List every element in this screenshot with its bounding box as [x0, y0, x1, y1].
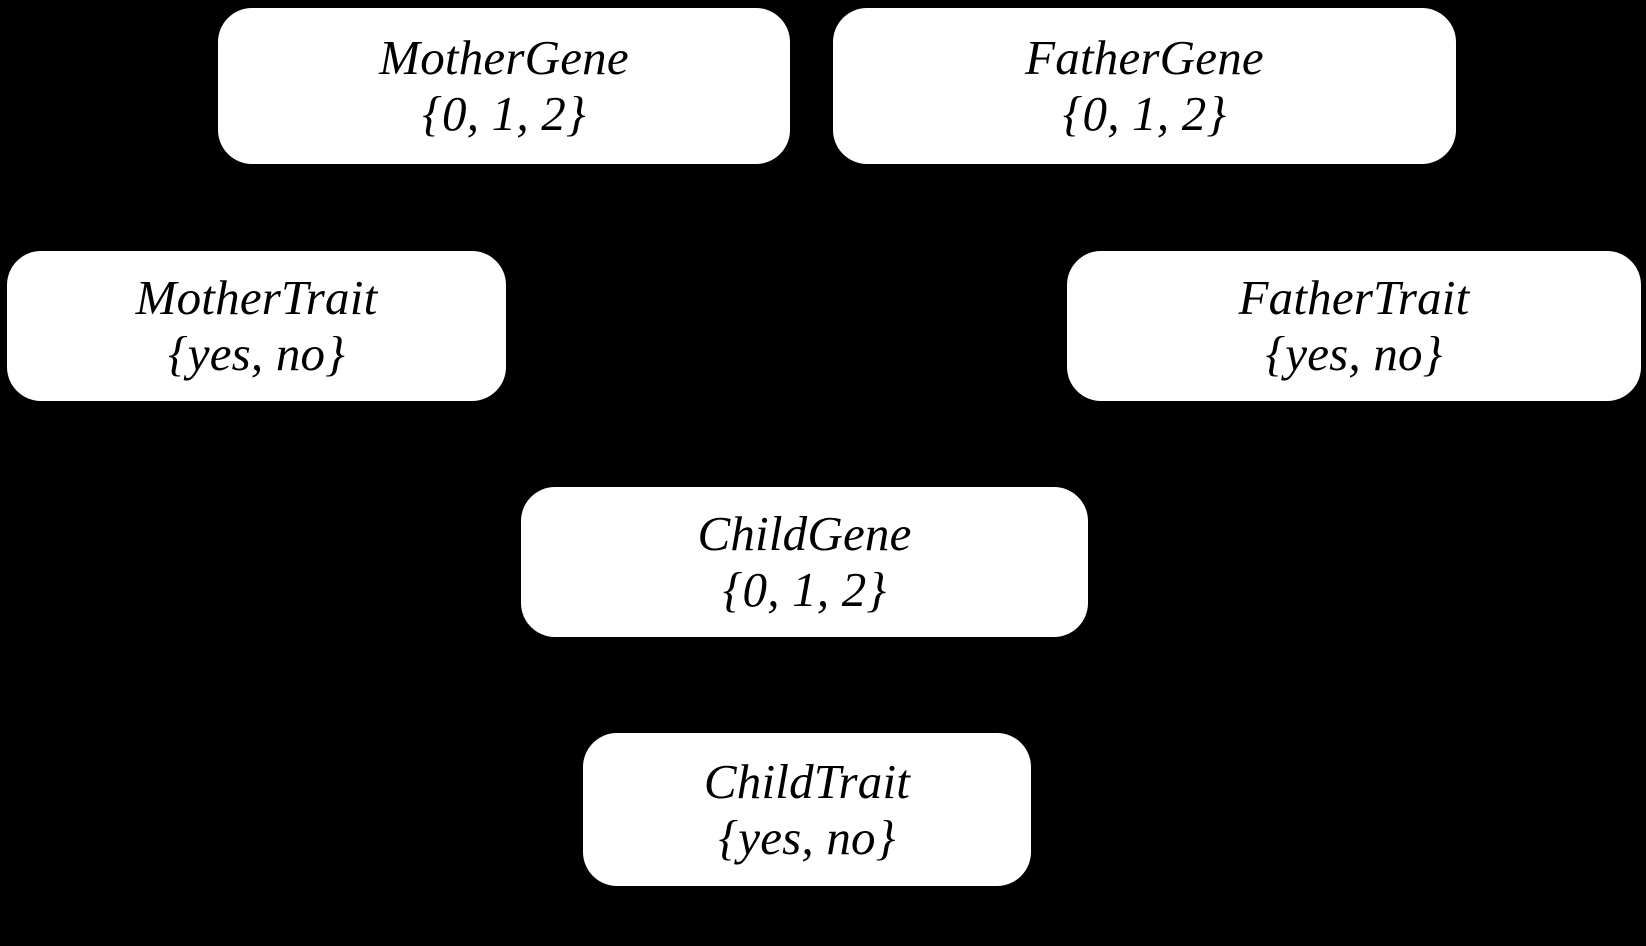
node-mother-trait-label: MotherTrait: [135, 270, 378, 326]
node-child-trait-domain: {yes, no}: [718, 809, 896, 865]
node-father-trait-label: FatherTrait: [1238, 270, 1470, 326]
node-father-trait[interactable]: FatherTrait {yes, no}: [1067, 251, 1641, 401]
node-child-trait-label: ChildTrait: [703, 753, 911, 809]
node-child-gene-domain: {0, 1, 2}: [722, 562, 887, 617]
node-mother-gene-domain: {0, 1, 2}: [422, 86, 586, 141]
node-father-gene-label: FatherGene: [1025, 30, 1264, 86]
node-father-gene[interactable]: FatherGene {0, 1, 2}: [833, 8, 1456, 164]
node-child-gene-label: ChildGene: [697, 506, 912, 562]
node-child-trait[interactable]: ChildTrait {yes, no}: [583, 733, 1031, 886]
node-child-gene[interactable]: ChildGene {0, 1, 2}: [521, 487, 1088, 637]
node-mother-trait[interactable]: MotherTrait {yes, no}: [7, 251, 506, 401]
node-father-gene-domain: {0, 1, 2}: [1062, 86, 1227, 141]
node-mother-gene-label: MotherGene: [379, 30, 629, 86]
node-mother-trait-domain: {yes, no}: [167, 326, 346, 381]
node-mother-gene[interactable]: MotherGene {0, 1, 2}: [218, 8, 790, 164]
node-father-trait-domain: {yes, no}: [1265, 326, 1443, 381]
